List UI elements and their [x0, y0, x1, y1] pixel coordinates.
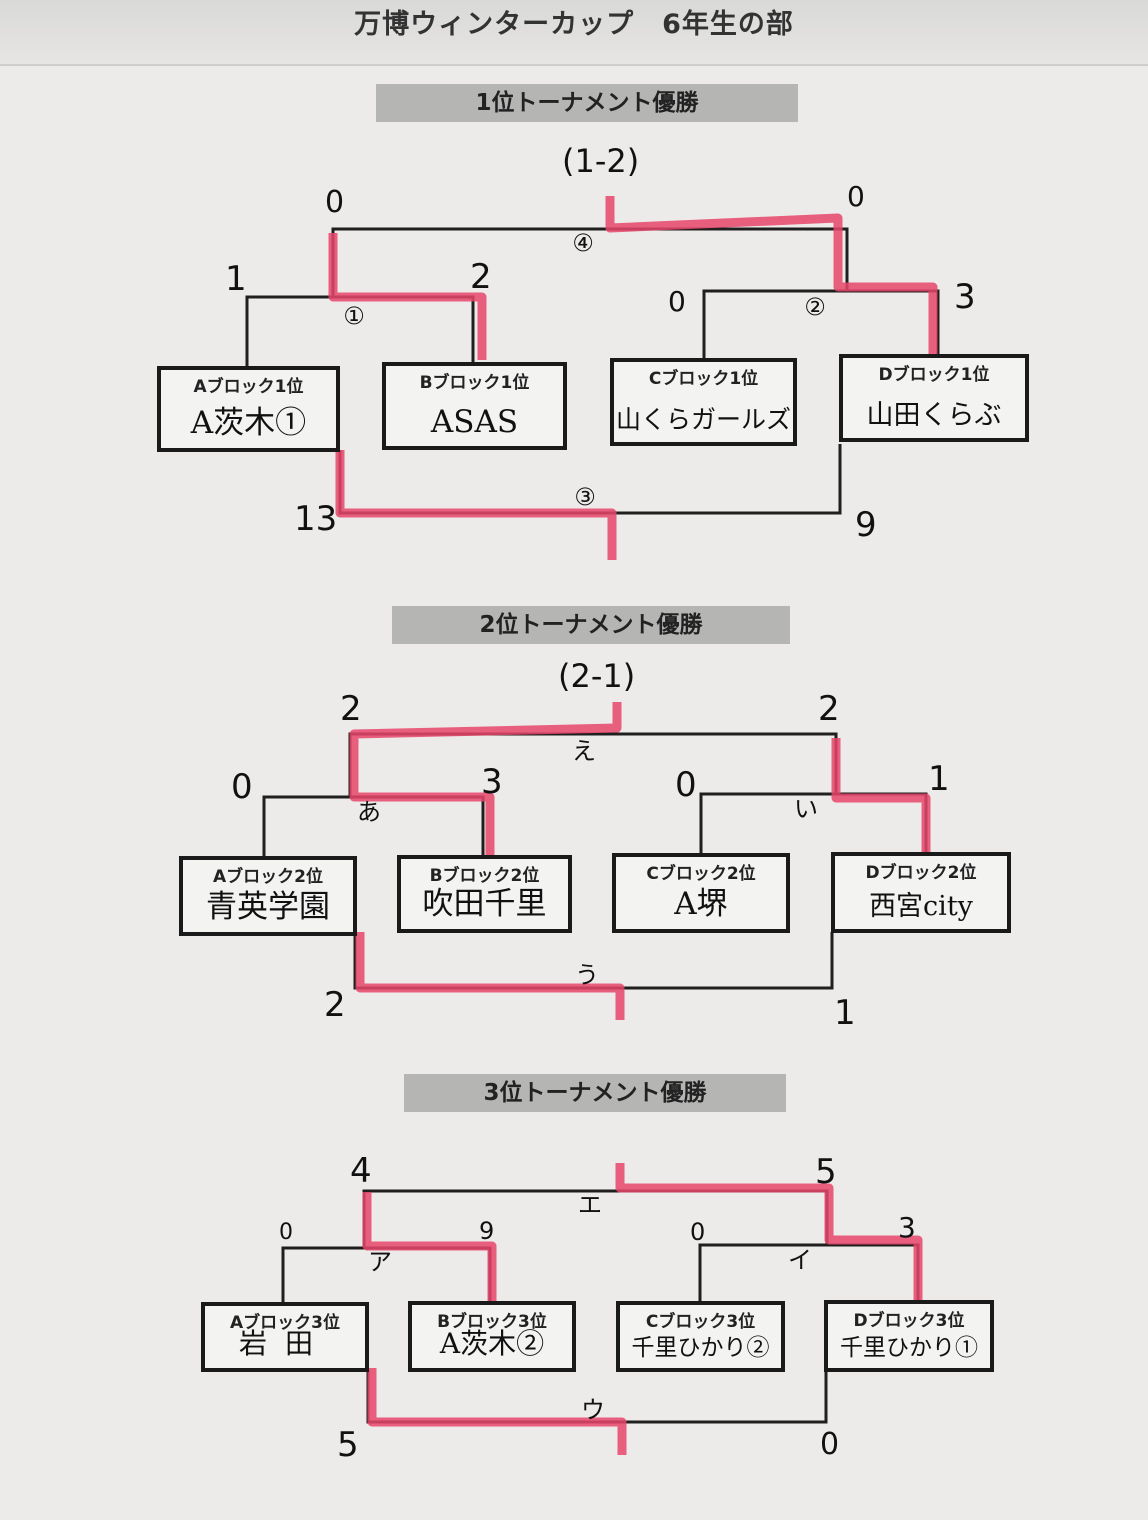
score: 2 — [340, 689, 362, 729]
team-name: 西宮city — [869, 891, 973, 922]
match-label: ア — [368, 1248, 392, 1276]
team-name: A茨木② — [439, 1327, 545, 1360]
match-label: あ — [357, 798, 381, 826]
match-label: ウ — [581, 1396, 605, 1424]
team-block-label: Dブロック3位 — [853, 1311, 965, 1331]
score: 13 — [294, 499, 338, 539]
score: 0 — [690, 1218, 706, 1246]
team-box-d2: Dブロック2位 西宮city — [831, 852, 1011, 933]
team-name: 千里ひかり② — [631, 1335, 770, 1361]
final-result-2: (2-1) — [558, 657, 636, 695]
score: 1 — [225, 259, 247, 299]
bracket-2-lines — [262, 702, 931, 1020]
section-title-2: 2位トーナメント優勝 — [392, 606, 790, 644]
bracket-1-lines — [245, 196, 940, 560]
team-box-a2: Aブロック2位 青英学園 — [179, 856, 357, 936]
match-label: ② — [804, 293, 826, 321]
team-box-d1: Dブロック1位 山田くらぶ — [839, 354, 1029, 442]
team-name: 山くらガールズ — [615, 405, 791, 434]
score: 0 — [231, 767, 253, 807]
team-block-label: Cブロック1位 — [648, 369, 759, 389]
team-box-a1: Aブロック1位 A茨木① — [157, 366, 340, 452]
match-label: い — [794, 795, 818, 823]
score: 3 — [954, 277, 976, 317]
team-name: 青英学園 — [206, 889, 330, 925]
team-block-label: Cブロック3位 — [645, 1312, 756, 1332]
team-block-label: Bブロック3位 — [437, 1312, 547, 1332]
winner-path-3-c — [367, 1368, 627, 1455]
header-bar — [0, 0, 1148, 66]
score: 2 — [324, 985, 346, 1025]
score: 2 — [470, 257, 492, 297]
team-name: 千里ひかり① — [840, 1335, 978, 1361]
match-label: イ — [788, 1246, 812, 1274]
team-name: A堺 — [674, 886, 728, 922]
winner-path-2-c — [355, 932, 625, 1020]
team-name: A茨木① — [190, 405, 307, 441]
team-block-label: Bブロック1位 — [419, 373, 530, 393]
team-block-label: Aブロック1位 — [193, 377, 304, 397]
winner-path-1-a — [335, 450, 617, 560]
team-block-label: Cブロック2位 — [646, 864, 756, 884]
score: 9 — [479, 1217, 495, 1245]
team-block-label: Dブロック1位 — [878, 365, 990, 385]
team-box-b3: Bブロック3位 A茨木② — [408, 1301, 576, 1372]
final-result-1: (1-2) — [562, 142, 640, 180]
winner-path-2-a — [349, 702, 622, 856]
winner-path-1-c — [605, 196, 938, 354]
team-box-d3: Dブロック3位 千里ひかり① — [824, 1300, 994, 1372]
bracket-3-lines — [281, 1163, 923, 1455]
team-block-label: Bブロック2位 — [429, 866, 540, 886]
score: 0 — [820, 1427, 840, 1462]
team-block-label: Dブロック2位 — [865, 863, 977, 883]
team-box-b1: Bブロック1位 ASAS — [382, 362, 567, 450]
score: 0 — [279, 1220, 293, 1245]
score: 2 — [818, 689, 840, 729]
team-name: 岩田 — [238, 1327, 331, 1360]
team-box-a3: Aブロック3位 岩田 — [201, 1302, 369, 1372]
winner-path-3-a — [362, 1192, 497, 1301]
team-box-c1: Cブロック1位 山くらガールズ — [610, 358, 797, 446]
score: 9 — [855, 505, 877, 545]
page-title: 万博ウィンターカップ 6年生の部 — [354, 9, 794, 40]
team-block-label: Aブロック2位 — [213, 867, 323, 887]
team-name: ASAS — [430, 404, 519, 440]
match-label: エ — [578, 1191, 602, 1219]
team-block-label: Aブロック3位 — [230, 1313, 340, 1333]
winner-path-3-b — [615, 1163, 923, 1301]
winner-path-2-b — [831, 738, 931, 854]
match-2-line — [702, 289, 940, 362]
team-box-c3: Cブロック3位 千里ひかり② — [616, 1301, 785, 1372]
score: 1 — [834, 993, 856, 1033]
team-name: 山田くらぶ — [866, 400, 1002, 431]
team-box-b2: Bブロック2位 吹田千里 — [397, 855, 572, 933]
team-box-c2: Cブロック2位 A堺 — [612, 853, 790, 933]
score: 5 — [337, 1425, 359, 1465]
match-label: ④ — [572, 229, 594, 257]
section-title-3: 3位トーナメント優勝 — [404, 1074, 786, 1112]
team-name: 吹田千里 — [422, 886, 547, 922]
score: 0 — [675, 765, 697, 805]
score: 4 — [350, 1151, 372, 1191]
section-title-1: 1位トーナメント優勝 — [376, 84, 798, 122]
score: 5 — [815, 1152, 837, 1192]
score: 0 — [847, 180, 865, 213]
match-label: え — [572, 737, 596, 765]
match-label: ③ — [574, 483, 596, 511]
score: 0 — [668, 285, 686, 318]
score: 0 — [325, 185, 345, 220]
score: 1 — [928, 759, 950, 799]
winner-path-1-b — [328, 233, 487, 360]
match-label: ① — [343, 302, 365, 330]
match-label: う — [575, 961, 599, 989]
score: 3 — [481, 762, 503, 802]
score: 3 — [898, 1211, 916, 1244]
